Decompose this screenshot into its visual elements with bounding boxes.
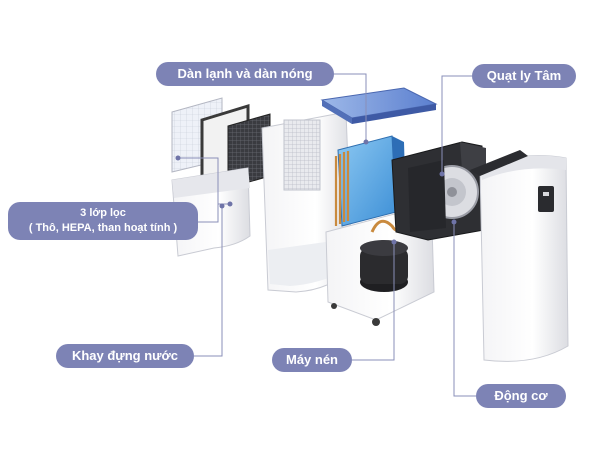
front-cover (470, 150, 569, 362)
leader-fan (441, 75, 472, 174)
leader-filters (178, 157, 219, 223)
label-compressor: Máy nén (272, 348, 352, 372)
label-filters-line2: ( Thô, HEPA, than hoạt tính ) (28, 222, 178, 234)
label-centrifugal-fan: Quạt ly Tâm (472, 64, 576, 88)
label-filters: 3 lớp lọc ( Thô, HEPA, than hoạt tính ) (8, 202, 198, 240)
leader-lines (178, 73, 476, 397)
leader-water-tank (194, 206, 223, 357)
leader-compressor (352, 242, 395, 361)
label-condenser-evaporator: Dàn lạnh và dàn nóng (156, 62, 334, 86)
fan-housing (391, 141, 486, 241)
label-filters-line1: 3 lớp lọc (80, 207, 126, 219)
leader-motor (453, 222, 476, 397)
base-compressor (325, 211, 435, 326)
label-water-tank: Khay đựng nước (56, 344, 194, 368)
leader-coils (334, 73, 367, 142)
leader-dots (175, 139, 457, 245)
label-motor: Động cơ (476, 384, 566, 408)
top-panel (320, 87, 438, 124)
